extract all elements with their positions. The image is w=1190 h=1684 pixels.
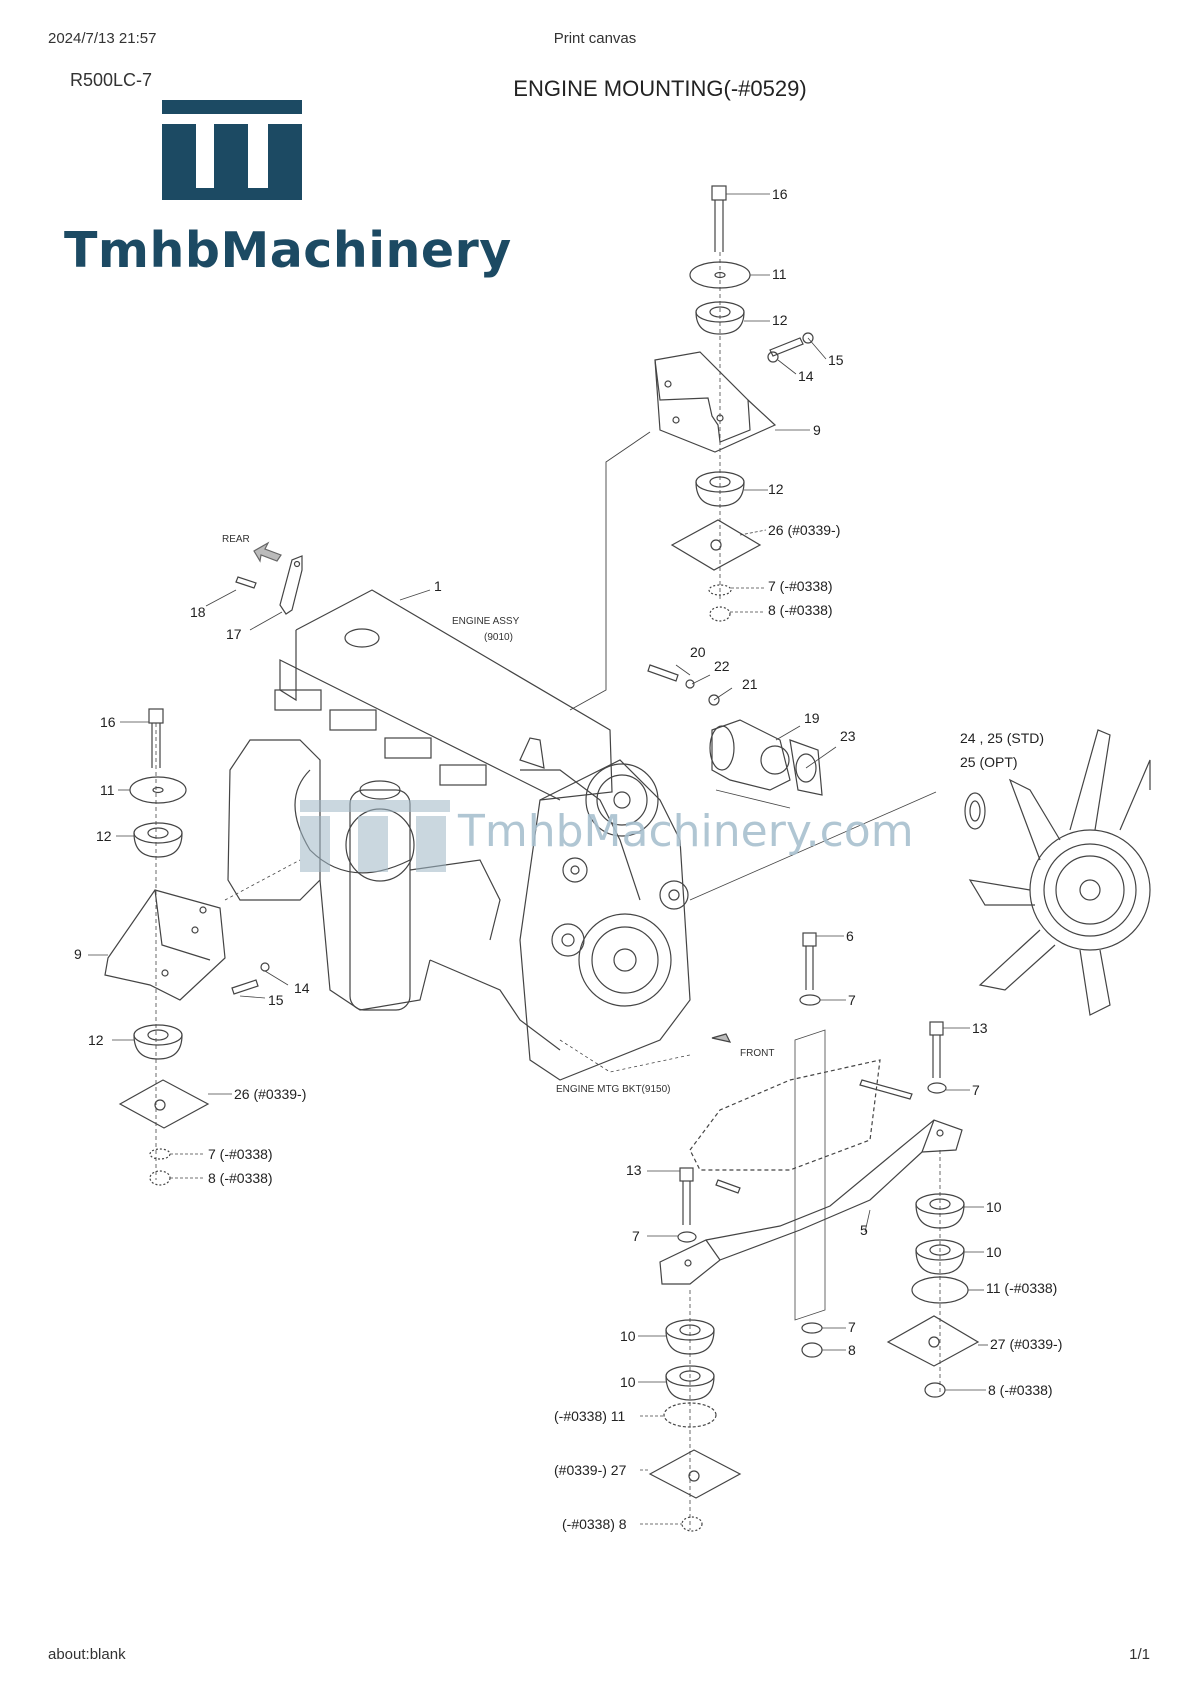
page-count: 1/1 xyxy=(1129,1646,1150,1663)
callout-7-r2: 7 xyxy=(972,1082,980,1098)
callout-13-right: 13 xyxy=(972,1020,988,1036)
callout-11-top: 11 xyxy=(772,266,787,282)
rear-arrow-label: REAR xyxy=(222,534,250,545)
callout-5: 5 xyxy=(860,1222,868,1238)
callout-8-left: 8 (-#0338) xyxy=(208,1170,273,1186)
callout-6: 6 xyxy=(846,928,854,944)
callout-leaders xyxy=(88,193,988,1525)
watermark-mark xyxy=(300,800,450,872)
callout-11-bottom: (-#0338) 11 xyxy=(554,1408,626,1424)
callout-13-center: 13 xyxy=(626,1162,642,1178)
callout-9-left: 9 xyxy=(74,946,82,962)
print-datetime: 2024/7/13 21:57 xyxy=(48,30,157,47)
callout-27-bottom: (#0339-) 27 xyxy=(554,1462,627,1478)
callout-14-top: 14 xyxy=(798,368,814,384)
starter-group xyxy=(647,664,823,796)
callout-12-left-b: 12 xyxy=(88,1032,104,1048)
callout-7-c2: 7 xyxy=(848,1319,856,1335)
top-mount-stack xyxy=(654,185,814,622)
company-logo-text: TmhbMachinery xyxy=(64,222,512,279)
callout-18: 18 xyxy=(190,604,206,620)
callout-15-left: 15 xyxy=(268,992,284,1008)
left-mount-stack xyxy=(104,708,270,1186)
callout-10-r1: 10 xyxy=(986,1199,1002,1215)
print-title: Print canvas xyxy=(553,30,637,47)
callout-22: 22 xyxy=(714,658,730,674)
callout-16-left: 16 xyxy=(100,714,116,730)
callout-25-opt: 25 (OPT) xyxy=(960,754,1018,770)
callout-19: 19 xyxy=(804,710,820,726)
callout-15-top: 15 xyxy=(828,352,844,368)
callout-23: 23 xyxy=(840,728,856,744)
callout-8-top: 8 (-#0338) xyxy=(768,602,833,618)
callout-26-top: 26 (#0339-) xyxy=(768,522,841,538)
callout-12-top: 12 xyxy=(772,312,788,328)
callout-26-left: 26 (#0339-) xyxy=(234,1086,307,1102)
callout-1: 1 xyxy=(434,578,442,594)
callout-10-r2: 10 xyxy=(986,1244,1002,1260)
callout-10-b1: 10 xyxy=(620,1328,636,1344)
callout-12-left: 12 xyxy=(96,828,112,844)
callout-12-top-b: 12 xyxy=(768,481,784,497)
callout-8-c2: 8 xyxy=(848,1342,856,1358)
callout-24-25-std: 24 , 25 (STD) xyxy=(960,730,1045,746)
watermark-text: TmhbMachinery.com xyxy=(458,806,914,857)
callout-7-r1: 7 xyxy=(848,992,856,1008)
callout-21: 21 xyxy=(742,676,758,692)
model-number: R500LC-7 xyxy=(70,70,153,90)
callout-27-right: 27 (#0339-) xyxy=(990,1336,1063,1352)
callout-14-left: 14 xyxy=(294,980,310,996)
fan-assembly xyxy=(964,729,1151,1016)
engine-assy-number: (9010) xyxy=(484,632,513,643)
front-arrow-label: FRONT xyxy=(740,1048,775,1059)
engine-assy-label: ENGINE ASSY xyxy=(452,616,520,627)
callout-7-top: 7 (-#0338) xyxy=(768,578,833,594)
callout-11-left: 11 xyxy=(100,782,115,798)
page-title: ENGINE MOUNTING(-#0529) xyxy=(513,76,807,101)
callout-16-top: 16 xyxy=(772,186,788,202)
callout-9-top: 9 xyxy=(813,422,821,438)
page-url: about:blank xyxy=(48,1646,126,1663)
company-logo xyxy=(162,100,302,200)
callout-20: 20 xyxy=(690,644,706,660)
callout-11-right: 11 (-#0338) xyxy=(986,1280,1058,1296)
callout-10-b2: 10 xyxy=(620,1374,636,1390)
callout-8-bottom: (-#0338) 8 xyxy=(562,1516,627,1532)
bottom-mount xyxy=(648,932,980,1532)
engine-mtg-bkt-label: ENGINE MTG BKT(9150) xyxy=(556,1084,671,1095)
callout-7-left: 7 (-#0338) xyxy=(208,1146,273,1162)
callout-8-right: 8 (-#0338) xyxy=(988,1382,1053,1398)
callout-7-center: 7 xyxy=(632,1228,640,1244)
callout-17: 17 xyxy=(226,626,242,642)
